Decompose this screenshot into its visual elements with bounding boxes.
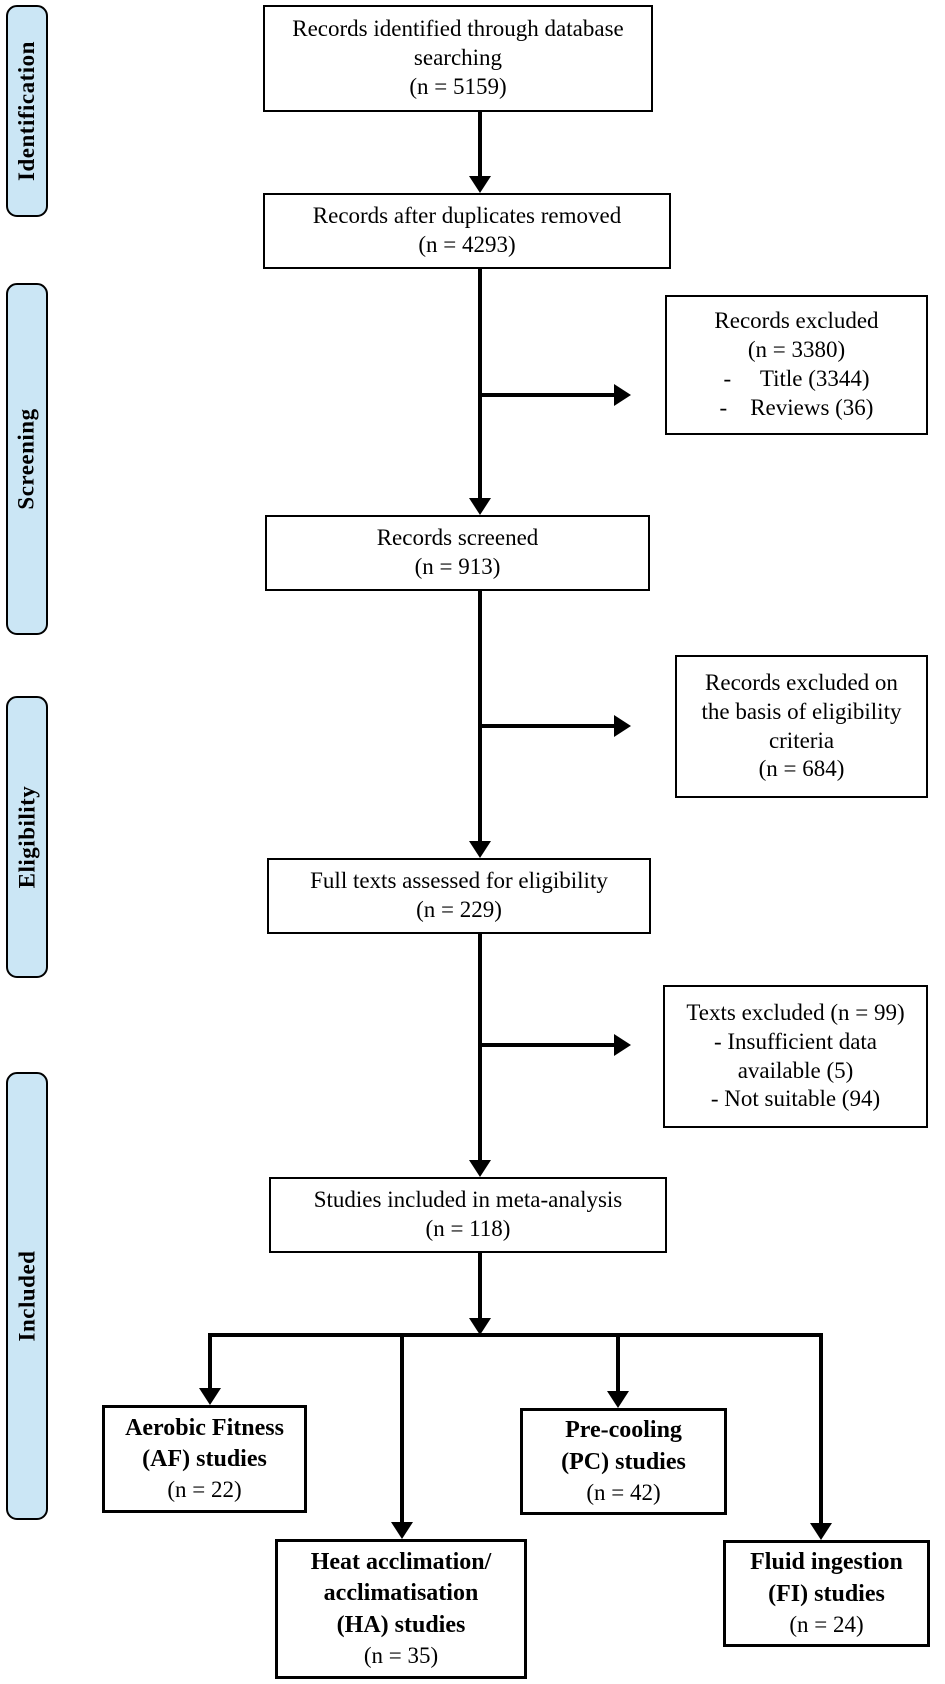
box-line: (PC) studies [561,1448,686,1475]
connector-line [480,724,614,728]
box-line: (n = 229) [416,897,502,922]
box-line: Records after duplicates removed [312,203,622,229]
connector-line [478,934,482,1163]
stage-screening: Screening [6,283,48,635]
box-records-excluded: Records excluded (n = 3380) - Title (334… [665,295,928,435]
box-line: the basis of eligibility [701,698,902,724]
box-line: Records excluded [714,308,879,334]
box-aerobic-fitness: Aerobic Fitness (AF) studies (n = 22) [102,1405,307,1513]
box-line: - Reviews (36) [719,394,874,420]
distribution-rail [208,1333,823,1337]
connector-line [478,1253,482,1321]
arrow-down-icon [469,1318,491,1335]
box-texts-excluded: Texts excluded (n = 99) - Insufficient d… [663,985,928,1128]
connector-line [478,591,482,844]
box-line: searching [413,45,503,71]
connector-line [208,1337,212,1390]
box-line: Records identified through database [292,16,624,42]
stage-included-label: Included [14,1250,39,1342]
box-line: (n = 118) [425,1216,511,1241]
box-line: criteria [768,727,835,753]
connector-line [480,393,614,397]
connector-line [819,1337,823,1525]
box-line: (n = 913) [414,554,501,579]
box-line: (HA) studies [336,1611,466,1638]
box-line: Records excluded on [705,669,898,695]
box-line: (n = 5159) [409,73,507,99]
box-line: - Title (3344) [723,366,870,391]
arrow-down-icon [810,1523,832,1540]
box-line: Studies included in meta-analysis [313,1187,623,1213]
stage-included: Included [6,1072,48,1520]
arrow-down-icon [469,498,491,515]
box-eligibility-excluded: Records excluded on the basis of eligibi… [675,655,928,798]
connector-line [480,1043,614,1047]
box-duplicates-removed: Records after duplicates removed (n = 42… [263,193,671,269]
connector-line [478,112,482,178]
box-studies-included: Studies included in meta-analysis (n = 1… [269,1177,667,1253]
connector-line [478,269,482,501]
connector-line [616,1337,620,1393]
arrow-down-icon [199,1388,221,1405]
box-line: Full texts assessed for eligibility [310,868,608,894]
box-line: - Not suitable (94) [710,1086,881,1112]
stage-identification: Identification [6,5,48,217]
stage-eligibility-label: Eligibility [14,785,40,889]
arrow-down-icon [469,176,491,193]
stage-eligibility: Eligibility [6,696,48,978]
box-line: Aerobic Fitness [125,1414,284,1441]
box-line: Fluid ingestion [750,1549,903,1576]
stage-identification-label: Identification [14,41,40,181]
arrow-right-icon [614,715,631,737]
box-records-screened: Records screened (n = 913) [265,515,650,591]
arrow-down-icon [391,1522,413,1539]
box-line: (n = 3380) [747,337,846,363]
arrow-down-icon [469,1160,491,1177]
box-count: (n = 24) [789,1611,864,1637]
stage-screening-label: Screening [14,408,39,510]
box-records-identified: Records identified through database sear… [263,5,653,112]
box-line: Records screened [376,525,539,551]
arrow-down-icon [607,1391,629,1408]
box-count: (n = 42) [586,1479,661,1505]
box-line: (FI) studies [768,1580,885,1607]
box-full-texts-assessed: Full texts assessed for eligibility (n =… [267,858,651,934]
box-pre-cooling: Pre-cooling (PC) studies (n = 42) [520,1408,727,1515]
box-line: Heat acclimation/ [310,1549,492,1576]
box-count: (n = 22) [167,1477,242,1503]
box-line: - Insufficient data [713,1028,878,1054]
box-heat-acclimation: Heat acclimation/ acclimatisation (HA) s… [275,1539,527,1679]
arrow-right-icon [614,384,631,406]
connector-line [400,1337,404,1524]
box-line: Pre-cooling [565,1417,682,1444]
box-line: (n = 684) [758,756,845,782]
arrow-right-icon [614,1034,631,1056]
box-line: acclimatisation [323,1580,479,1607]
box-line: Texts excluded (n = 99) [686,999,905,1025]
box-fluid-ingestion: Fluid ingestion (FI) studies (n = 24) [723,1540,930,1647]
box-line: (n = 4293) [418,232,516,257]
box-line: (AF) studies [142,1446,267,1473]
box-count: (n = 35) [363,1642,439,1668]
box-line: available (5) [737,1057,854,1083]
arrow-down-icon [469,841,491,858]
